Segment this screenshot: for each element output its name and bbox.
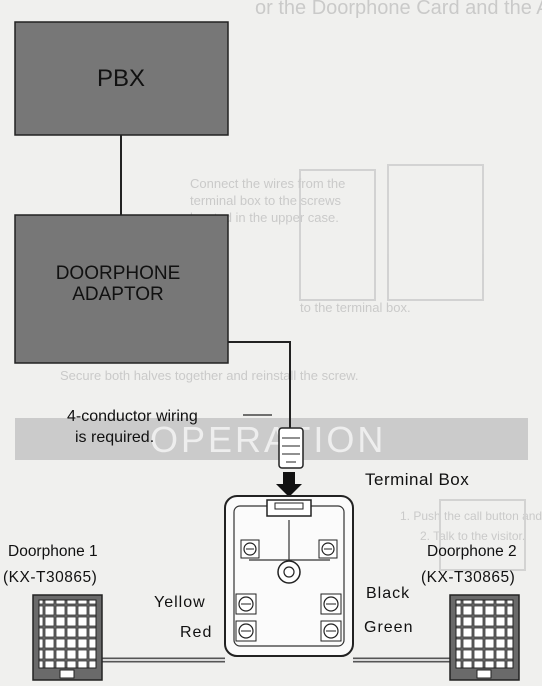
wire-to-doorphone-1: [87, 657, 225, 668]
wire-label-red: Red: [180, 624, 212, 641]
pbx-box: PBX: [14, 21, 229, 136]
doorphone-1-unit: [32, 594, 103, 681]
background-instruction: Connect the wires from the: [190, 176, 345, 191]
doorphone-1-model: (KX-T30865): [3, 569, 97, 586]
wire-label-black: Black: [366, 585, 410, 602]
doorphone-2-unit: [449, 594, 520, 681]
pbx-label: PBX: [97, 65, 145, 92]
terminal-box-label: Terminal Box: [365, 470, 469, 489]
center-mounting-hole: [277, 560, 301, 584]
background-case-illustration: [299, 169, 376, 301]
background-keypad-illustration: [439, 499, 526, 571]
background-instruction: to the terminal box.: [300, 300, 411, 315]
doorphone-1-button-icon: [59, 669, 75, 679]
background-instruction: 1. Push the call button and wait for an …: [400, 509, 542, 523]
four-conductor-cable: [228, 341, 291, 430]
background-heading: or the Doorphone Card and the Adaptor: [255, 0, 542, 19]
wire-to-doorphone-2: [353, 657, 458, 668]
insert-arrow-icon: [276, 472, 302, 497]
wire-label-yellow: Yellow: [154, 594, 206, 611]
terminal-screw-black: [320, 593, 342, 615]
background-case-illustration: [387, 164, 484, 301]
doorphone-2-name: Doorphone 2: [427, 543, 517, 560]
wiring-note-line2: is required.: [75, 429, 154, 446]
terminal-box: [224, 495, 354, 657]
background-page: or the Doorphone Card and the Adaptor Co…: [15, 0, 542, 571]
wiring-note-line1: 4-conductor wiring: [67, 408, 198, 425]
terminal-screw-red: [235, 620, 257, 642]
modular-plug: [278, 427, 304, 469]
doorphone-1-name: Doorphone 1: [8, 543, 98, 560]
terminal-screw-top-right: [318, 539, 338, 559]
terminal-screw-green: [320, 620, 342, 642]
doorphone-2-button-icon: [476, 669, 492, 679]
adaptor-label-line2: ADAPTOR: [72, 284, 164, 305]
wire-label-green: Green: [364, 619, 413, 636]
background-instruction: 2. Talk to the visitor.: [420, 529, 525, 543]
background-instruction: terminal box to the screws: [190, 193, 342, 208]
background-instruction: Secure both halves together and reinstal…: [60, 368, 358, 383]
adaptor-label-line1: DOORPHONE: [56, 263, 181, 284]
doorphone-adaptor-box: DOORPHONE ADAPTOR: [14, 214, 229, 364]
terminal-screw-yellow: [235, 593, 257, 615]
background-operation-banner: [15, 418, 528, 460]
doorphone-2-model: (KX-T30865): [421, 569, 515, 586]
terminal-screw-top-left: [240, 539, 260, 559]
modular-jack-slot: [274, 502, 304, 510]
background-operation-title: OPERATION: [150, 419, 386, 460]
